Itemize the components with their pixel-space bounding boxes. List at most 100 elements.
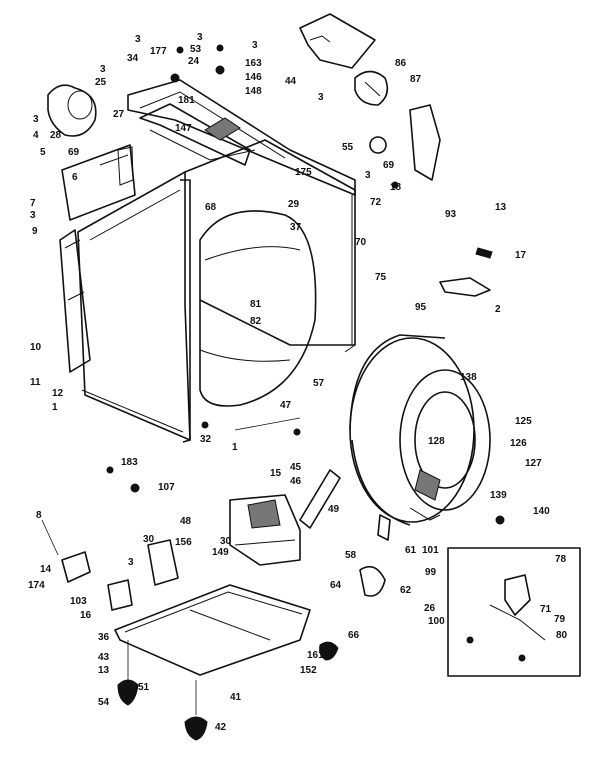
label-78: 78 [555, 554, 567, 565]
label-146: 146 [245, 72, 262, 83]
leveling-leg-part-54 [117, 679, 139, 706]
label-3: 3 [128, 557, 134, 568]
label-1: 1 [52, 402, 58, 413]
part-labels: 3 34 177 3 53 3 3 24 163 25 146 181 148 … [28, 32, 568, 733]
label-12: 12 [52, 388, 64, 399]
label-69: 69 [383, 160, 395, 171]
blower-fan-part-15 [229, 494, 301, 566]
label-148: 148 [245, 86, 262, 97]
label-71: 71 [540, 604, 552, 615]
label-3: 3 [30, 210, 36, 221]
label-147: 147 [175, 123, 192, 134]
label-93: 93 [445, 209, 457, 220]
label-79: 79 [554, 614, 566, 625]
label-100: 100 [428, 616, 445, 627]
label-3: 3 [252, 40, 258, 51]
label-48: 48 [180, 516, 192, 527]
label-36: 36 [98, 632, 110, 643]
drum-rear-bulkhead-part-57 [199, 210, 317, 407]
label-24: 24 [188, 56, 200, 67]
label-26: 26 [424, 603, 436, 614]
label-5: 5 [40, 147, 46, 158]
label-11: 11 [30, 377, 41, 388]
label-13: 13 [98, 665, 110, 676]
label-17: 17 [515, 250, 527, 261]
label-72: 72 [370, 197, 382, 208]
label-46: 46 [290, 476, 302, 487]
label-14: 14 [40, 564, 52, 575]
label-3: 3 [197, 32, 203, 43]
label-30: 30 [220, 536, 232, 547]
bracket-part-103 [107, 579, 133, 611]
label-125: 125 [515, 416, 532, 427]
cabinet-front-panel [77, 171, 191, 441]
label-139: 139 [490, 490, 507, 501]
terminal-block-part-14 [61, 551, 91, 583]
label-70: 70 [355, 237, 367, 248]
label-149: 149 [212, 547, 229, 558]
label-128: 128 [428, 436, 445, 447]
label-9: 9 [32, 226, 38, 237]
label-30: 30 [143, 534, 155, 545]
label-64: 64 [330, 580, 342, 591]
label-18: 18 [390, 182, 402, 193]
label-3: 3 [100, 64, 106, 75]
label-80: 80 [556, 630, 568, 641]
label-10: 10 [30, 342, 42, 353]
label-3: 3 [135, 34, 141, 45]
label-1: 1 [232, 442, 238, 453]
label-181: 181 [178, 95, 195, 106]
label-16: 16 [80, 610, 92, 621]
label-32: 32 [200, 434, 212, 445]
label-28: 28 [50, 130, 62, 141]
label-8: 8 [36, 510, 42, 521]
label-66: 66 [348, 630, 360, 641]
label-29: 29 [288, 199, 300, 210]
label-101: 101 [422, 545, 439, 556]
label-41: 41 [230, 692, 242, 703]
label-103: 103 [70, 596, 87, 607]
label-140: 140 [533, 506, 550, 517]
label-53: 53 [190, 44, 202, 55]
label-47: 47 [280, 400, 292, 411]
motor-support-part-45 [299, 469, 341, 529]
label-126: 126 [510, 438, 527, 449]
bracket-part-2 [439, 277, 491, 297]
label-13: 13 [495, 202, 507, 213]
label-127: 127 [525, 458, 542, 469]
blower-wheel-part-86 [354, 70, 389, 106]
base-pan [114, 584, 311, 676]
label-82: 82 [250, 316, 262, 327]
door-switch [409, 104, 441, 181]
label-44: 44 [285, 76, 297, 87]
label-175: 175 [295, 167, 312, 178]
label-163: 163 [245, 58, 262, 69]
label-75: 75 [375, 272, 387, 283]
label-81: 81 [250, 299, 262, 310]
label-45: 45 [290, 462, 302, 473]
label-43: 43 [98, 652, 110, 663]
label-7: 7 [30, 198, 36, 209]
label-95: 95 [415, 302, 427, 313]
label-68: 68 [205, 202, 217, 213]
top-cover-part-44 [299, 13, 376, 69]
label-37: 37 [290, 222, 302, 233]
label-174: 174 [28, 580, 45, 591]
label-3: 3 [365, 170, 371, 181]
label-4: 4 [33, 130, 39, 141]
inset-detail-box-78 [447, 547, 581, 677]
rear-panel [61, 144, 136, 221]
leveling-leg-part-42 [184, 716, 208, 741]
label-25: 25 [95, 77, 107, 88]
label-51: 51 [138, 682, 150, 693]
label-183: 183 [121, 457, 138, 468]
label-69: 69 [68, 147, 80, 158]
cabinet-body [184, 139, 356, 346]
switch-part-30 [147, 539, 179, 586]
label-152: 152 [300, 665, 317, 676]
label-87: 87 [410, 74, 422, 85]
label-15: 15 [270, 468, 282, 479]
label-55: 55 [342, 142, 354, 153]
label-62: 62 [400, 585, 412, 596]
label-2: 2 [495, 304, 501, 315]
